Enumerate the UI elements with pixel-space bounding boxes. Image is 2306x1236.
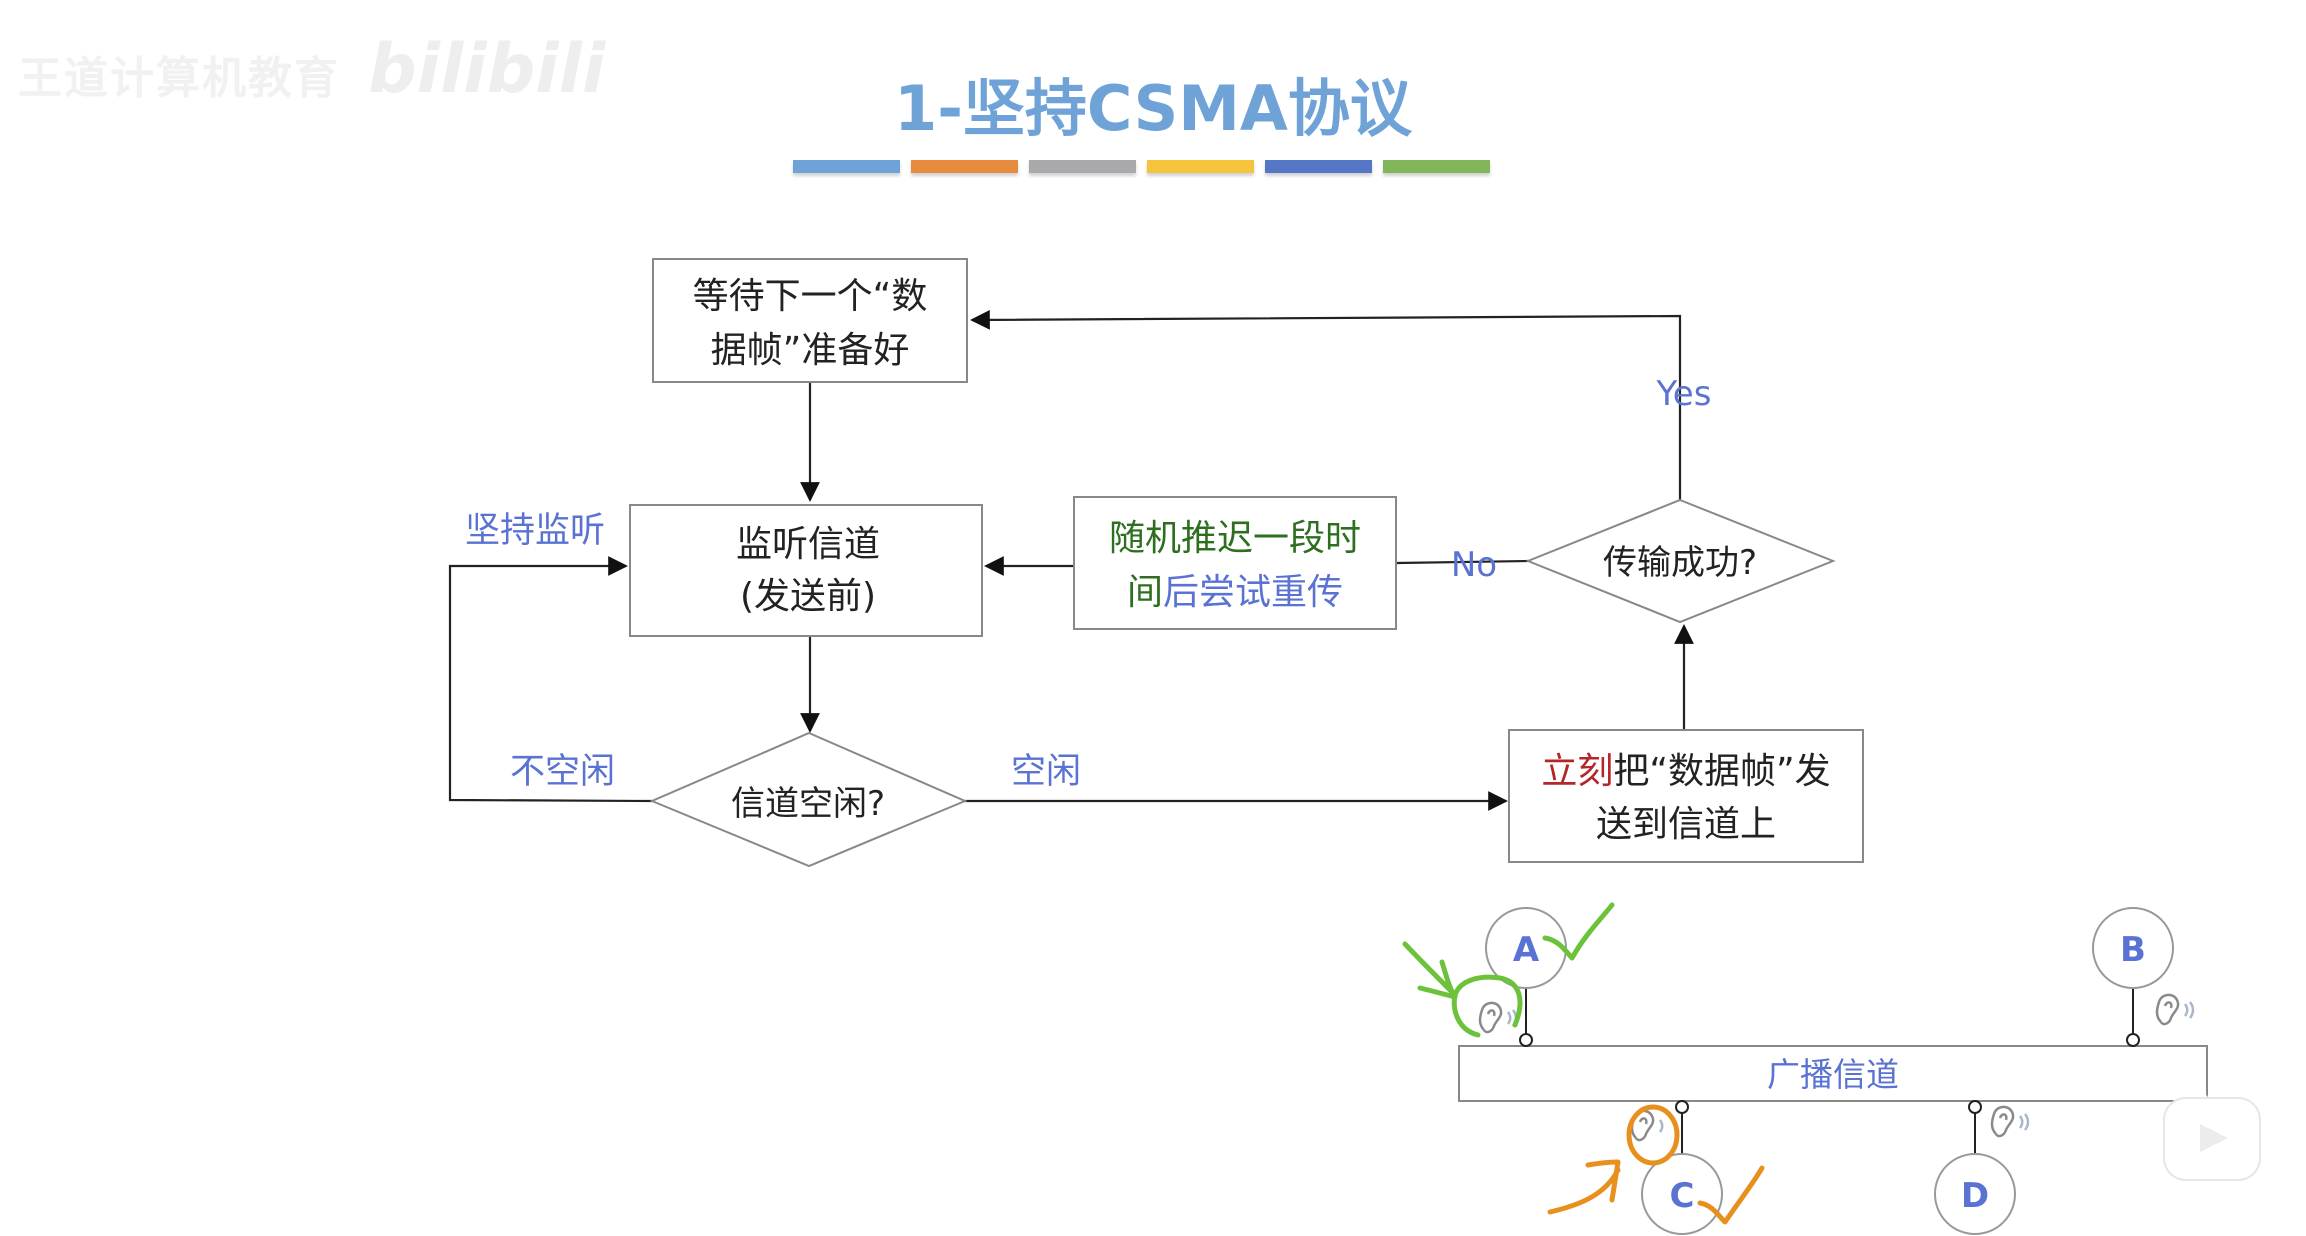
- station-d-label: D: [1961, 1176, 1989, 1216]
- box-send-line2: 送到信道上: [1596, 804, 1776, 845]
- watermark-channel-text: 王道计算机教育: [18, 53, 340, 104]
- station-c: C: [1630, 1100, 1723, 1235]
- broadcast-channel: 广播信道: [1458, 1045, 2208, 1102]
- label-no: No: [1451, 545, 1497, 585]
- station-a-port: [1519, 1033, 1533, 1047]
- diamond-transmission-success: 传输成功?: [1525, 498, 1836, 624]
- color-bar-4: [1147, 160, 1254, 173]
- station-a: A: [1478, 907, 1567, 1047]
- box-wait-line1: 等待下一个“数: [693, 276, 928, 317]
- box-backoff-line1: 随机推迟一段时: [1109, 518, 1361, 559]
- color-bar-2: [911, 160, 1018, 173]
- box-send-frame: 立刻把“数据帧”发 送到信道上: [1508, 729, 1864, 863]
- checkmark-icon: [1542, 902, 1615, 961]
- flow-connectors: [448, 309, 1694, 811]
- arrow-busy-loop: [448, 556, 653, 803]
- label-idle: 空闲: [1011, 752, 1081, 792]
- box-listen-line2: (发送前): [740, 576, 876, 617]
- station-b-port: [2126, 1033, 2140, 1047]
- station-c-label: C: [1670, 1176, 1695, 1216]
- arrow-success-yes: [970, 309, 1682, 500]
- color-bar-6: [1383, 160, 1490, 173]
- label-keep-listening: 坚持监听: [465, 511, 605, 551]
- diamond-idle-label: 信道空闲?: [731, 784, 885, 824]
- circle-annotation: [1451, 974, 1523, 1038]
- label-busy: 不空闲: [510, 752, 615, 792]
- color-bar-5: [1265, 160, 1372, 173]
- page-title: 1-坚持CSMA协议: [894, 72, 1412, 145]
- color-bar-1: [793, 160, 900, 173]
- station-b-label: B: [2120, 930, 2146, 970]
- box-wait-frame: 等待下一个“数 据帧”准备好: [652, 258, 968, 383]
- box-send-line1-red: 立刻: [1541, 751, 1613, 792]
- station-a-label: A: [1513, 930, 1540, 970]
- station-d-port: [1968, 1100, 1982, 1114]
- box-random-backoff: 随机推迟一段时 间后尝试重传: [1073, 496, 1397, 630]
- bilibili-tv-logo-icon: [2163, 1080, 2261, 1181]
- station-b: B: [2092, 907, 2195, 1047]
- color-bar-3: [1029, 160, 1136, 173]
- annotation-orange: [1547, 1104, 1765, 1225]
- station-c-port: [1675, 1100, 1689, 1114]
- color-bar-strip: [793, 160, 1490, 173]
- label-yes: Yes: [1656, 374, 1712, 414]
- line-success-no: [1395, 559, 1529, 565]
- box-listen-line1: 监听信道: [736, 524, 880, 565]
- ear-icon: [2155, 993, 2195, 1026]
- box-backoff-line2-blue: 后尝试重传: [1163, 572, 1343, 613]
- box-backoff-line2-green: 间: [1127, 572, 1163, 613]
- diamond-channel-idle: 信道空闲?: [649, 731, 968, 868]
- annotation-green: [1402, 902, 1615, 1038]
- arrow-annotation-icon: [1547, 1159, 1621, 1215]
- box-send-line1-black: 把“数据帧”发: [1613, 751, 1830, 792]
- station-d: D: [1934, 1100, 2030, 1235]
- broadcast-channel-label: 广播信道: [1767, 1055, 1899, 1094]
- diamond-success-label: 传输成功?: [1603, 543, 1757, 583]
- box-listen-channel: 监听信道 (发送前): [629, 504, 983, 637]
- box-backoff-line2: 间后尝试重传: [1127, 572, 1343, 613]
- box-send-line1: 立刻把“数据帧”发: [1541, 751, 1830, 792]
- circle-annotation: [1626, 1104, 1680, 1166]
- ear-icon: [1990, 1105, 2030, 1138]
- checkmark-icon: [1697, 1165, 1765, 1225]
- box-wait-line2: 据帧”准备好: [711, 330, 910, 371]
- watermark-bilibili-logo: bilibili: [368, 30, 606, 109]
- arrow-annotation-icon: [1402, 941, 1458, 1000]
- ear-icon: [1478, 1001, 1518, 1034]
